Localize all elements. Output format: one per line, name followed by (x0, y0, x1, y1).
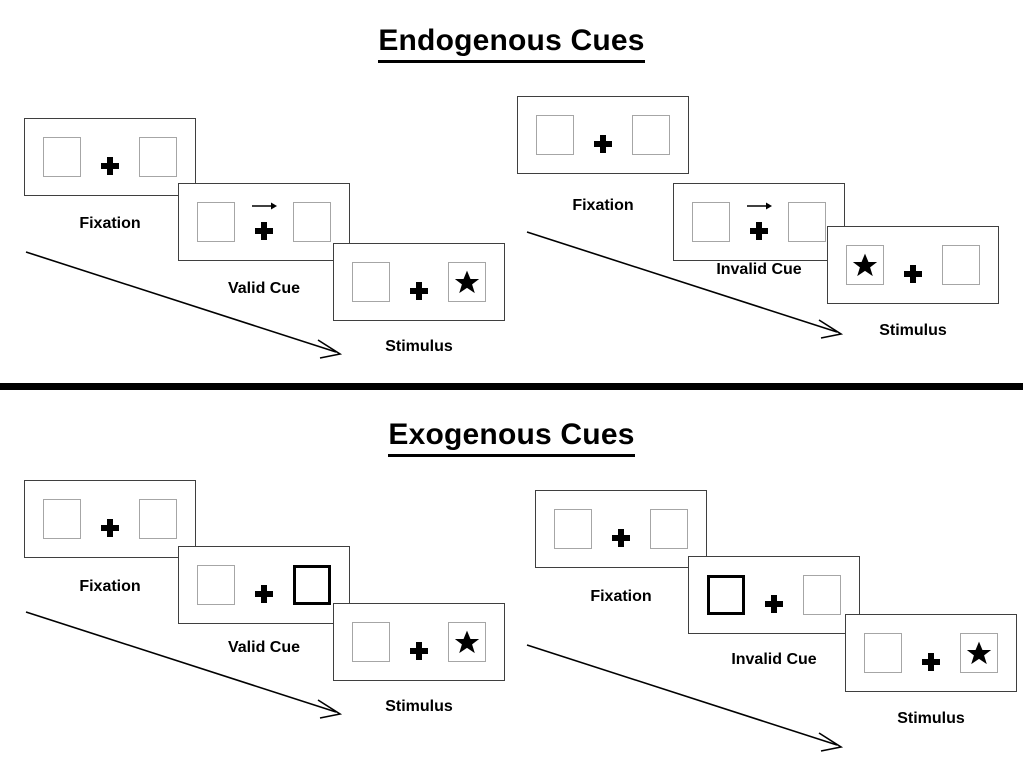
plus-icon (750, 222, 768, 240)
right-box-cued (293, 565, 331, 605)
panel-caption: Stimulus (879, 322, 947, 339)
panel-valid-cue (178, 183, 350, 261)
right-box (448, 622, 486, 662)
center-stack (898, 245, 928, 285)
center-stack (95, 137, 125, 177)
left-box-cued (707, 575, 745, 615)
plus-icon (922, 653, 940, 671)
center-stack (249, 565, 279, 605)
right-box (803, 575, 841, 615)
center-stack (249, 202, 279, 242)
left-box (536, 115, 574, 155)
panel-stimulus (333, 603, 505, 681)
plus-icon (101, 157, 119, 175)
right-box (960, 633, 998, 673)
left-box (352, 622, 390, 662)
center-stack (606, 509, 636, 549)
panel-caption: Invalid Cue (731, 651, 817, 668)
left-box (43, 499, 81, 539)
panel-fixation (535, 490, 707, 568)
left-box (352, 262, 390, 302)
center-stack (916, 633, 946, 673)
right-box (632, 115, 670, 155)
plus-icon (612, 529, 630, 547)
right-box (942, 245, 980, 285)
center-stack (759, 575, 789, 615)
plus-icon (101, 519, 119, 537)
section-divider (0, 383, 1023, 390)
star-icon (454, 630, 480, 654)
panel-valid-cue (178, 546, 350, 624)
left-box (43, 137, 81, 177)
panel-stimulus (827, 226, 999, 304)
arrow-right-icon (252, 202, 277, 210)
plus-icon (410, 282, 428, 300)
time-progression-arrow-icon (25, 251, 343, 359)
plus-icon (904, 265, 922, 283)
plus-icon (594, 135, 612, 153)
left-box (197, 565, 235, 605)
panel-fixation (24, 480, 196, 558)
left-box (846, 245, 884, 285)
panel-invalid-cue (688, 556, 860, 634)
center-stack (404, 262, 434, 302)
left-box (692, 202, 730, 242)
panel-caption: Fixation (572, 197, 634, 214)
right-box (650, 509, 688, 549)
panel-fixation (517, 96, 689, 174)
panel-invalid-cue (673, 183, 845, 261)
panel-caption: Stimulus (385, 338, 453, 355)
left-box (554, 509, 592, 549)
left-box (864, 633, 902, 673)
right-box (448, 262, 486, 302)
panel-caption: Stimulus (897, 710, 965, 727)
panel-caption: Fixation (79, 578, 141, 595)
center-stack (588, 115, 618, 155)
panel-caption: Fixation (590, 588, 652, 605)
panel-stimulus (845, 614, 1017, 692)
center-stack (744, 202, 774, 242)
center-stack (95, 499, 125, 539)
panel-caption: Invalid Cue (716, 261, 802, 278)
star-icon (852, 253, 878, 277)
time-progression-arrow-icon (25, 611, 343, 719)
section-endogenous: Endogenous Cues Fixation (0, 24, 1023, 359)
star-icon (966, 641, 992, 665)
panel-caption: Valid Cue (227, 280, 301, 297)
plus-icon (255, 585, 273, 603)
right-box (293, 202, 331, 242)
section-title-exogenous: Exogenous Cues (0, 418, 1023, 457)
plus-icon (255, 222, 273, 240)
panel-caption: Stimulus (385, 698, 453, 715)
right-box (139, 137, 177, 177)
left-box (197, 202, 235, 242)
arrow-right-icon (747, 202, 772, 210)
section-title-endogenous: Endogenous Cues (0, 24, 1023, 63)
plus-icon (410, 642, 428, 660)
plus-icon (765, 595, 783, 613)
star-icon (454, 270, 480, 294)
panel-caption: Valid Cue (227, 639, 301, 656)
section-exogenous: Exogenous Cues Fixation Valid Cue (0, 396, 1023, 767)
panel-fixation (24, 118, 196, 196)
panel-stimulus (333, 243, 505, 321)
center-stack (404, 622, 434, 662)
right-box (139, 499, 177, 539)
panel-caption: Fixation (79, 215, 141, 232)
right-box (788, 202, 826, 242)
